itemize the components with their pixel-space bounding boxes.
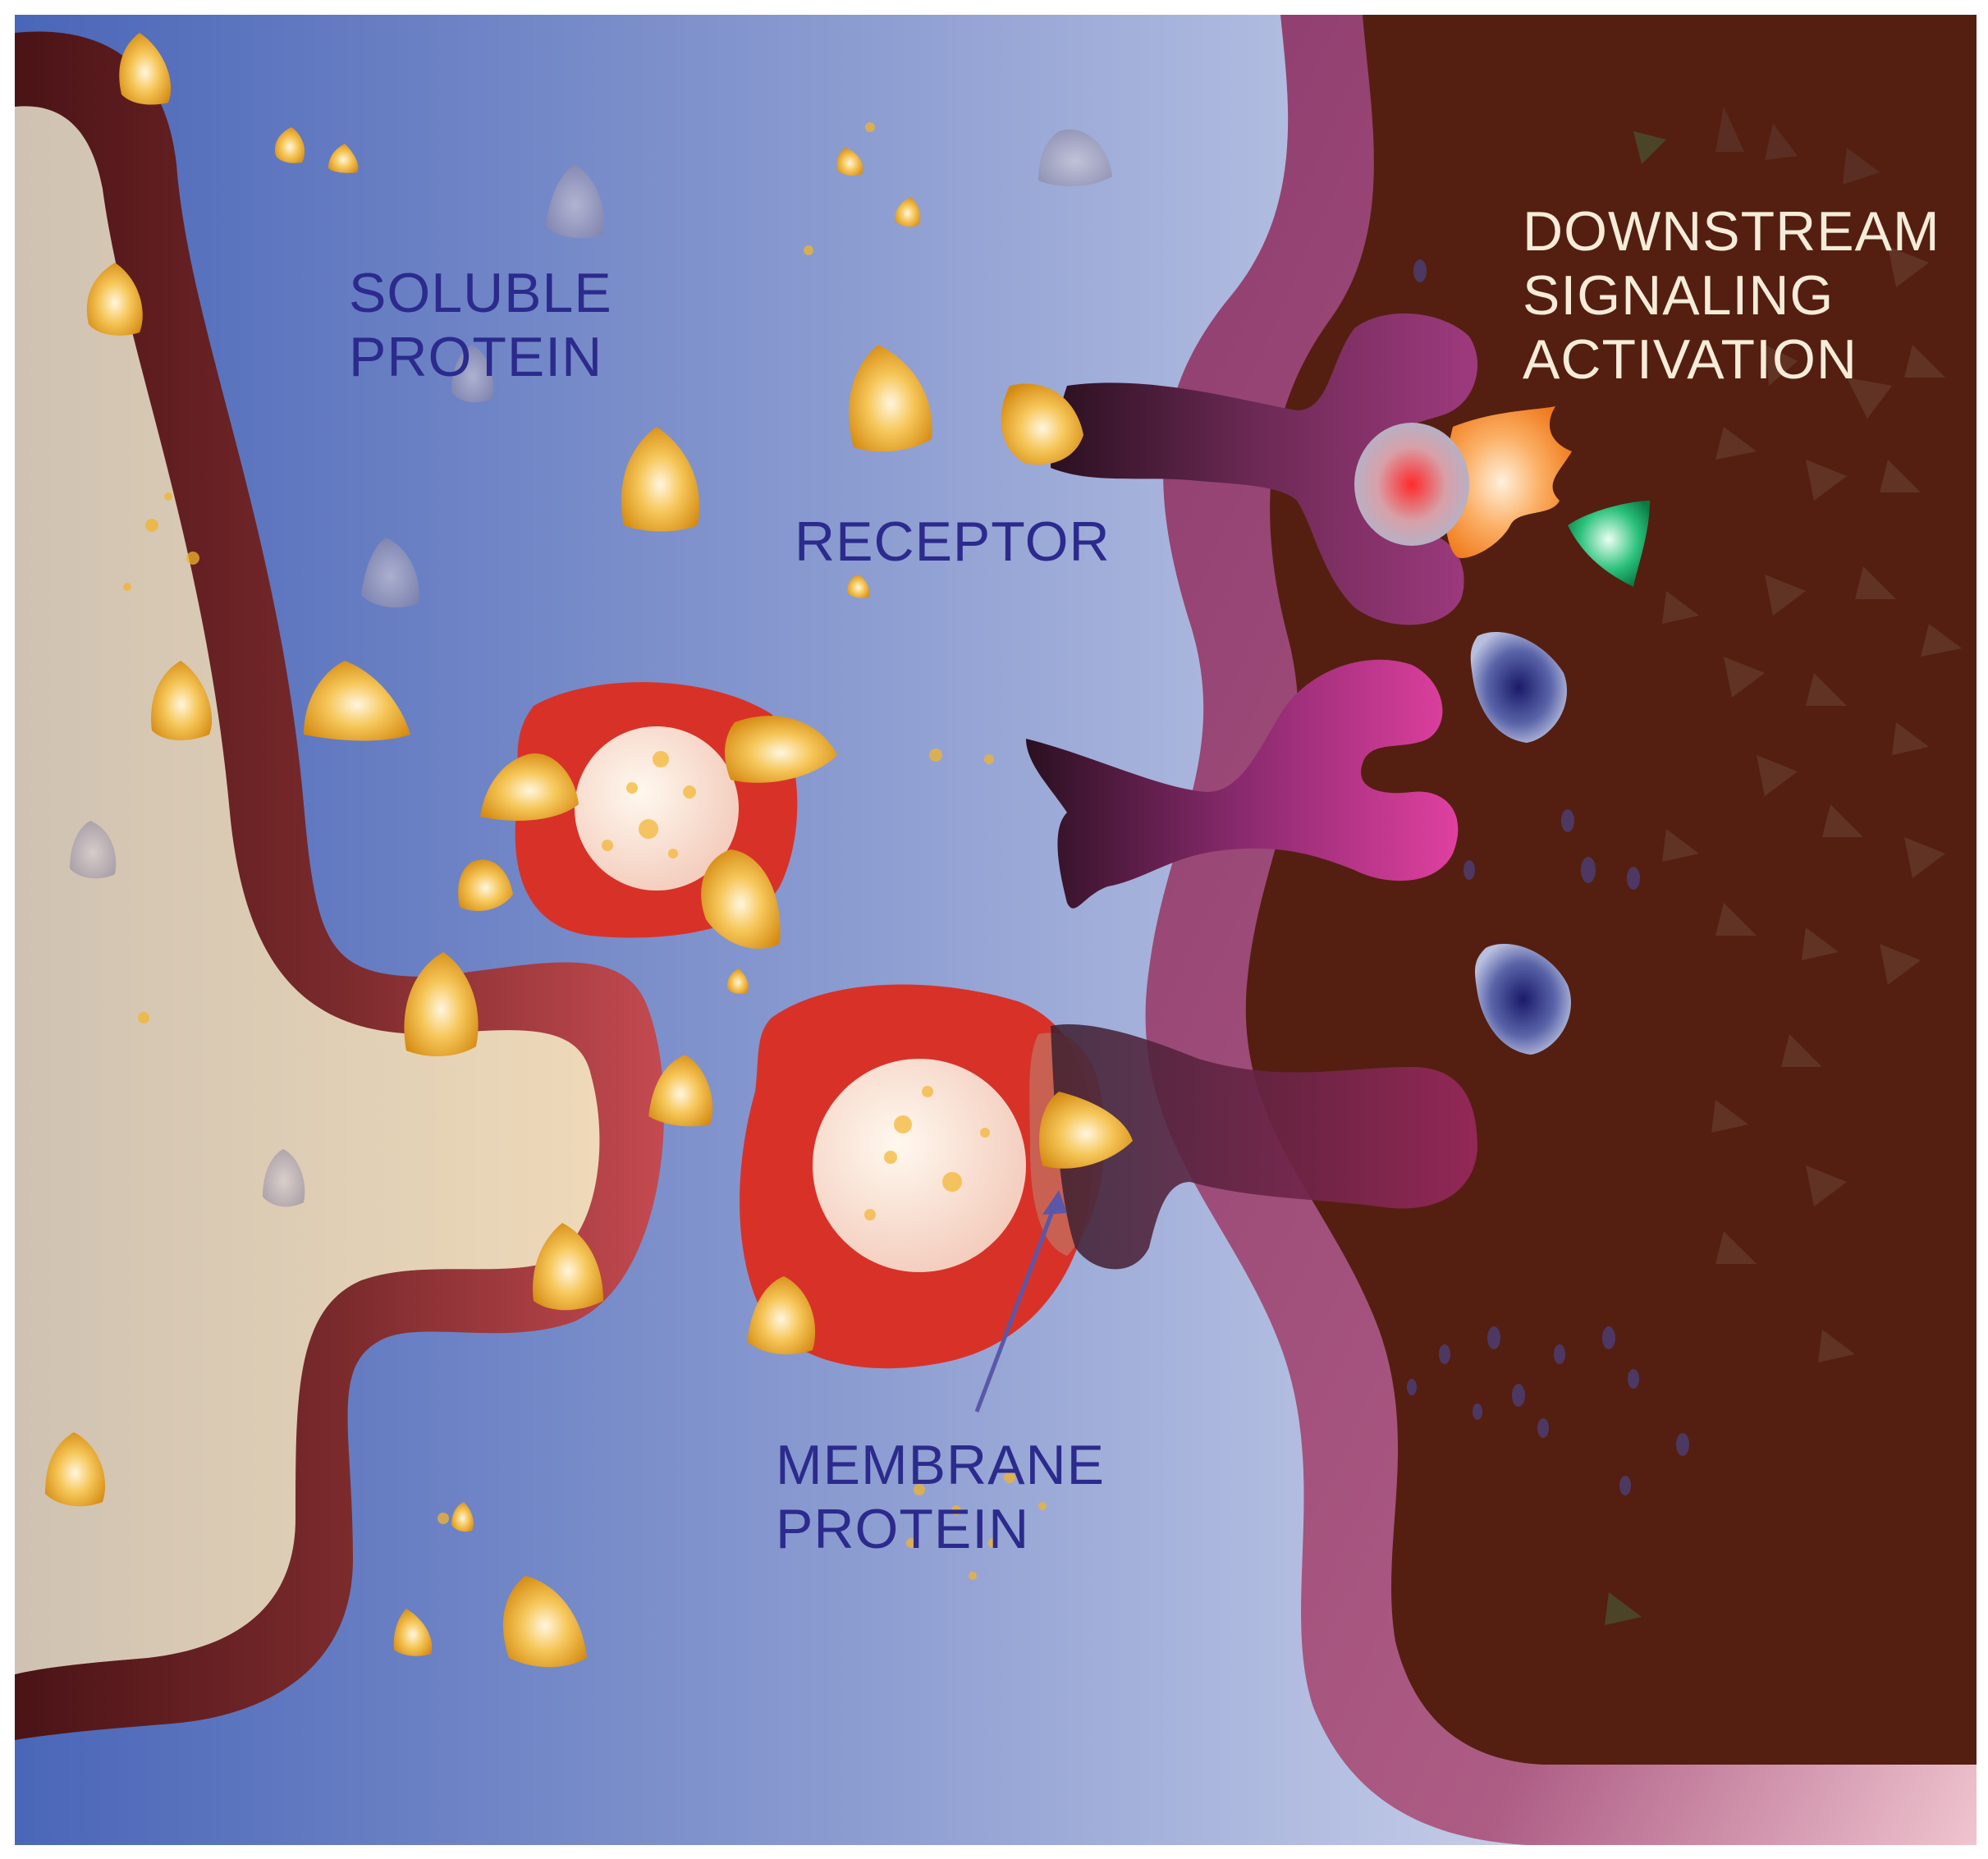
blue-speckles bbox=[1407, 259, 1689, 1495]
signaling-complex bbox=[1354, 406, 1650, 1055]
label-soluble-protein-line1: SOLUBLE bbox=[349, 262, 612, 324]
tiny-dots bbox=[123, 122, 1047, 1580]
label-soluble-protein-line2: PROTEIN bbox=[349, 326, 602, 388]
label-receptor: RECEPTOR bbox=[795, 511, 1111, 573]
membrane-protein-arrowhead bbox=[1042, 1190, 1067, 1215]
receptor-bound-membrane-protein bbox=[1051, 1024, 1477, 1270]
label-downstream-line1: DOWNSTREAM bbox=[1523, 200, 1940, 263]
label-membrane-protein: MEMBRANE PROTEIN bbox=[776, 1434, 1121, 1560]
membrane-protein-arrow bbox=[974, 1193, 1061, 1413]
label-membrane-protein-line2: PROTEIN bbox=[776, 1498, 1029, 1560]
soluble-protein-ligands bbox=[45, 33, 1133, 1668]
label-downstream-line2: SIGNALING bbox=[1523, 264, 1834, 327]
label-downstream-signaling: DOWNSTREAM SIGNALING ACTIVATION bbox=[1523, 200, 1957, 391]
label-membrane-protein-line1: MEMBRANE bbox=[776, 1434, 1105, 1496]
faint-ligands bbox=[70, 129, 1112, 1207]
receptor-unbound bbox=[1026, 659, 1459, 909]
receptor-activated bbox=[1051, 313, 1477, 625]
label-downstream-line3: ACTIVATION bbox=[1523, 328, 1857, 391]
secreting-cell-cytoplasm bbox=[15, 106, 600, 1674]
label-soluble-protein: SOLUBLE PROTEIN bbox=[349, 262, 629, 388]
cytoplasm-speckles bbox=[1605, 107, 1962, 1625]
